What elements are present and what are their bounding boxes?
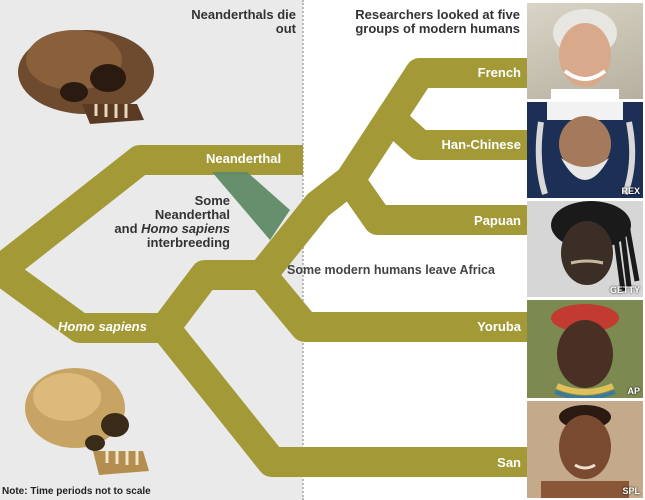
group-label-papuan: Papuan: [474, 213, 521, 228]
interbreeding-band: [212, 172, 290, 240]
interbreeding-and: and: [114, 221, 142, 236]
interbreeding-line-3: and Homo sapiens: [110, 222, 230, 236]
branch-yoruba: [250, 265, 527, 342]
credit-ap: AP: [627, 386, 640, 396]
homo-sapiens-label: Homo sapiens: [58, 319, 147, 334]
portrait-san-image: [541, 405, 629, 498]
leave-africa-label: Some modern humans leave Africa: [287, 263, 495, 277]
branch-root-neanderthal: [0, 145, 303, 282]
branch-out-of-africa: [153, 260, 262, 338]
photo-han-chinese: REX: [527, 102, 643, 198]
credit-spl: SPL: [622, 486, 640, 496]
branch-eurasia: [337, 58, 527, 189]
portrait-han-chinese-image: [535, 102, 636, 196]
branch-papuan: [337, 171, 527, 235]
photo-yoruba: AP: [527, 300, 643, 398]
portrait-french-image: [551, 9, 619, 99]
group-label-san: San: [497, 455, 521, 470]
credit-getty: GETTY: [609, 285, 640, 295]
branch-san: [153, 318, 527, 477]
neanderthal-skull-image: [18, 30, 154, 124]
homo-sapiens-skull-image: [25, 368, 149, 475]
neanderthal-label: Neanderthal: [206, 151, 282, 166]
credit-rex: REX: [621, 186, 640, 196]
researchers-note-label: Researchers looked at five groups of mod…: [355, 7, 520, 36]
footnote: Note: Time periods not to scale: [2, 486, 151, 497]
interbreeding-line-1: Some: [194, 193, 230, 208]
interbreeding-line-4: interbreeding: [146, 235, 230, 250]
portrait-yoruba-image: [551, 304, 619, 398]
photo-french: [527, 3, 643, 99]
group-label-han-chinese: Han-Chinese: [441, 137, 521, 152]
branch-han: [379, 106, 527, 160]
interbreeding-homo-sapiens: Homo sapiens: [141, 221, 230, 236]
group-label-french: French: [477, 65, 521, 80]
photo-san: SPL: [527, 401, 643, 498]
interbreeding-label: Some Neanderthal and Homo sapiens interb…: [110, 194, 230, 250]
time-divider: [302, 0, 304, 500]
group-label-yoruba: Yoruba: [477, 319, 521, 334]
neanderthals-die-out-label: Neanderthals die out: [191, 7, 296, 36]
photo-papuan: GETTY: [527, 201, 643, 297]
portrait-papuan-image: [551, 201, 640, 292]
branch-root-sapiens: [0, 257, 165, 343]
interbreeding-line-2: Neanderthal: [154, 207, 230, 222]
